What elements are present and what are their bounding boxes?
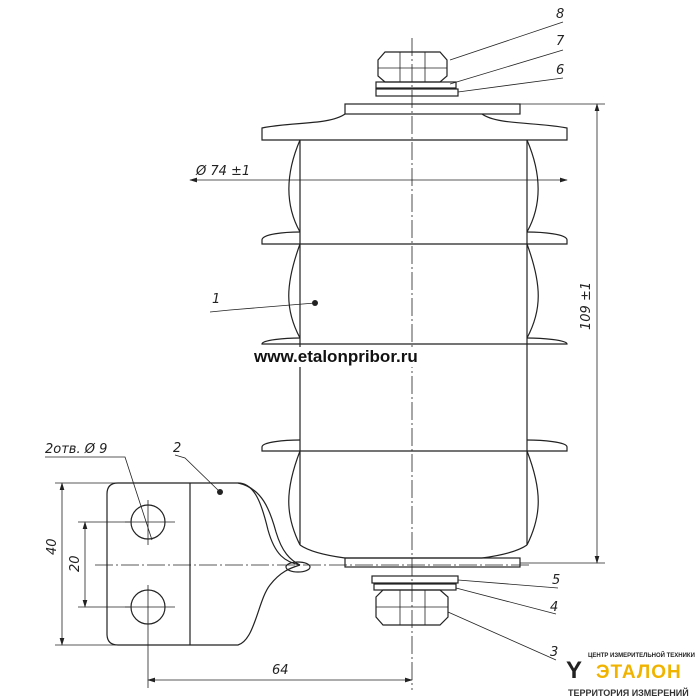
washer-5 bbox=[371, 575, 459, 584]
height-dimension: 109 ±1 bbox=[579, 282, 594, 330]
insulator-body bbox=[261, 113, 568, 559]
bottom-plate bbox=[344, 557, 521, 568]
callout-6: 6 bbox=[556, 63, 564, 78]
washer-7 bbox=[375, 81, 457, 89]
offset-dimension: 64 bbox=[272, 663, 289, 678]
bracket bbox=[106, 482, 311, 646]
callout-4: 4 bbox=[550, 600, 558, 615]
bottom-nut bbox=[375, 589, 449, 626]
logo-mark-icon: Y bbox=[566, 657, 583, 684]
callout-2: 2 bbox=[173, 441, 181, 456]
washer-6 bbox=[375, 88, 459, 97]
holes-dimension: 2отв. Ø 9 bbox=[45, 442, 107, 457]
callout-5: 5 bbox=[552, 573, 560, 588]
logo-sub-text: ТЕРРИТОРИЯ ИЗМЕРЕНИЙ bbox=[568, 688, 689, 698]
callout-1: 1 bbox=[212, 292, 220, 307]
top-plate bbox=[344, 103, 521, 115]
bracket-height-dimension: 40 bbox=[45, 538, 60, 555]
diameter-dimension: Ø 74 ±1 bbox=[195, 164, 250, 179]
watermark: www.etalonpribor.ru bbox=[252, 347, 420, 367]
logo-main-text: ЭТАЛОН bbox=[596, 662, 682, 683]
callout-7: 7 bbox=[556, 34, 565, 49]
washer-4 bbox=[373, 583, 457, 591]
etalon-logo: Y ЦЕНТР ИЗМЕРИТЕЛЬНОЙ ТЕХНИКИ ЭТАЛОН ТЕР… bbox=[564, 652, 700, 700]
dimension-lines bbox=[45, 21, 605, 688]
hole-spacing-dimension: 20 bbox=[68, 555, 83, 572]
callout-8: 8 bbox=[556, 7, 564, 22]
logo-top-text: ЦЕНТР ИЗМЕРИТЕЛЬНОЙ ТЕХНИКИ bbox=[588, 653, 695, 659]
top-nut bbox=[377, 51, 448, 83]
callout-3: 3 bbox=[550, 645, 558, 660]
